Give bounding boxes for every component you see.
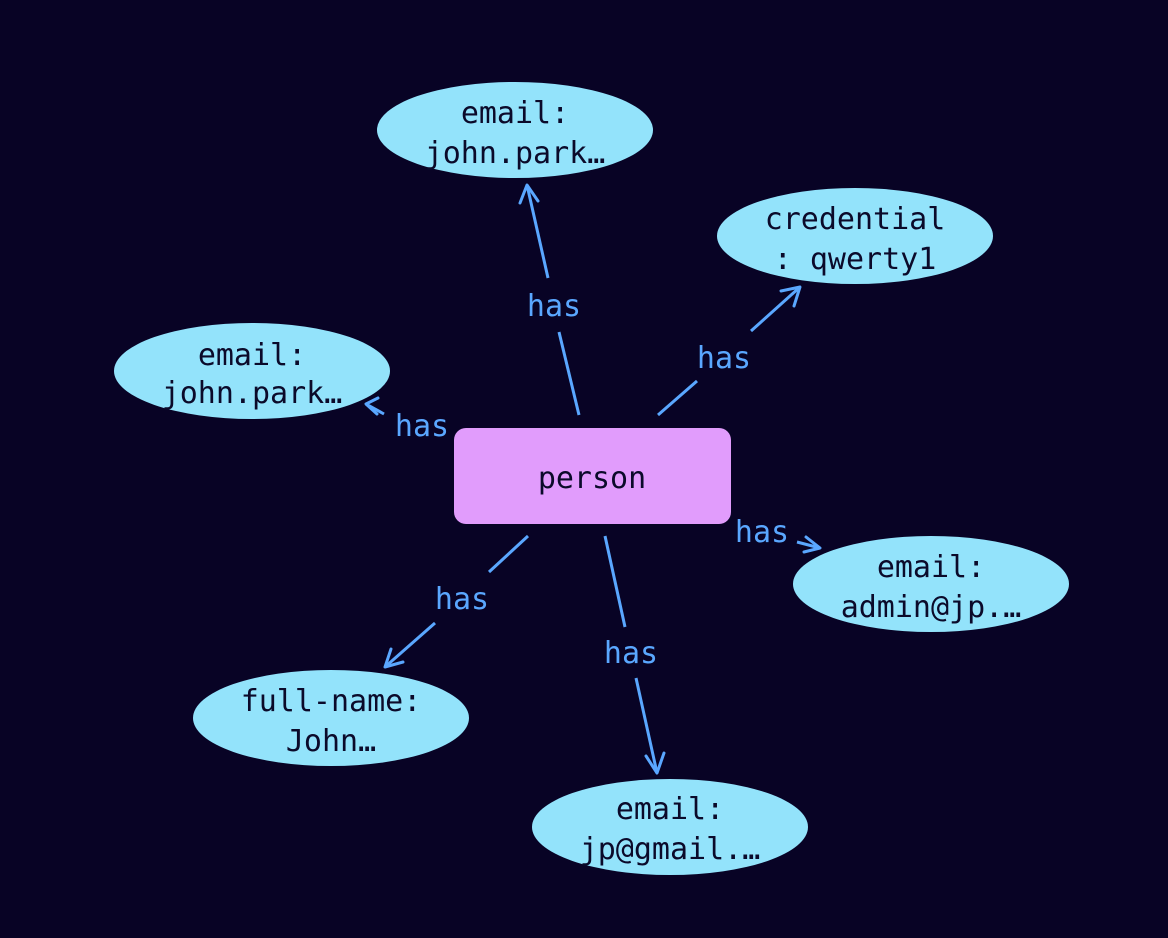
- attribute-label-line2: john.park…: [425, 136, 606, 171]
- arrow-head-icon: [644, 751, 666, 775]
- attribute-label-line1: email:: [616, 792, 724, 827]
- edge-has-email-left: has: [364, 396, 449, 444]
- edge-label: has: [697, 341, 751, 376]
- edge-line: [749, 285, 802, 333]
- edge-has-email-gmail: has: [603, 535, 666, 775]
- attribute-ellipse: [377, 82, 653, 178]
- attribute-label-line2: admin@jp.…: [841, 590, 1022, 625]
- attribute-ellipse: [114, 323, 390, 419]
- arrow-head-icon: [802, 535, 822, 554]
- arrow-head-icon: [383, 647, 405, 669]
- attribute-label-line2: john.park…: [162, 376, 343, 411]
- edge-line: [525, 184, 550, 279]
- edge-line: [796, 540, 821, 550]
- arrow-head-icon: [364, 396, 380, 416]
- attribute-ellipse: [193, 670, 469, 766]
- attribute-ellipse: [793, 536, 1069, 632]
- edge-line: [603, 535, 627, 628]
- attribute-node-email-admin[interactable]: email: admin@jp.…: [793, 536, 1069, 632]
- edge-label: has: [735, 515, 789, 550]
- edge-line: [384, 621, 436, 669]
- attribute-label-line1: email:: [461, 96, 569, 131]
- attribute-label-line1: email:: [198, 338, 306, 373]
- edge-has-full-name: has: [383, 534, 530, 669]
- entity-node-person[interactable]: person: [454, 428, 731, 524]
- edge-label: has: [435, 582, 489, 617]
- attribute-label-line2: : qwerty1: [774, 242, 937, 277]
- edge-label: has: [604, 636, 658, 671]
- arrow-head-icon: [518, 183, 540, 205]
- entity-rectangle: [454, 428, 731, 524]
- attribute-ellipse: [532, 779, 808, 875]
- attribute-node-credential[interactable]: credential : qwerty1: [717, 188, 993, 284]
- attribute-label-line1: credential: [765, 202, 946, 237]
- attribute-label-line2: John…: [286, 724, 376, 759]
- edge-label: has: [395, 409, 449, 444]
- edge-line: [657, 379, 698, 417]
- edge-label: has: [527, 289, 581, 324]
- edge-has-credential: has: [657, 285, 802, 417]
- attribute-node-full-name[interactable]: full-name: John…: [193, 670, 469, 766]
- attribute-node-email-left[interactable]: email: john.park…: [114, 323, 390, 419]
- attribute-node-email-gmail[interactable]: email: jp@gmail.…: [532, 779, 808, 875]
- edge-has-email-top: has: [518, 183, 581, 416]
- attribute-ellipse: [717, 188, 993, 284]
- edge-line: [487, 534, 530, 574]
- edge-line: [634, 677, 659, 774]
- edge-has-email-admin: has: [735, 515, 822, 554]
- attribute-node-email-top[interactable]: email: john.park…: [377, 82, 653, 178]
- attribute-label-line2: jp@gmail.…: [580, 832, 761, 867]
- attribute-label-line1: full-name:: [241, 684, 422, 719]
- edge-line: [557, 331, 581, 416]
- entity-label: person: [538, 461, 646, 496]
- arrow-head-icon: [779, 285, 802, 308]
- attribute-label-line1: email:: [877, 550, 985, 585]
